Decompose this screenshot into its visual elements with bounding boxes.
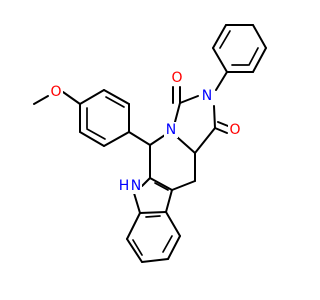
bond-bz-inner-1: [162, 235, 173, 253]
methoxy-oxygen-label: O: [50, 84, 61, 100]
bond-c5a-c11: [149, 177, 173, 191]
bond-methyl-o: [33, 95, 49, 105]
bond-ph1: [212, 47, 228, 73]
bond-o-aryl: [62, 91, 81, 105]
bond-bz5: [126, 212, 141, 240]
bond-c3-n2: [179, 95, 199, 104]
bond-bz4: [126, 238, 143, 263]
bond-n2-phenyl: [215, 71, 228, 91]
ring-nitrogen-label: N: [166, 122, 176, 138]
bond-ch2-c11: [171, 180, 196, 191]
ring-nitrogen: N: [164, 122, 178, 138]
carbonyl-oxygen-top: O: [170, 70, 184, 86]
bond-ar1: [79, 89, 105, 105]
bond-c11-c11a: [165, 189, 173, 213]
bond-n-c3: [174, 102, 181, 123]
bond-c7a-nh: [133, 192, 141, 214]
bond-c11a-c7a: [139, 211, 167, 214]
atom-labels: O N N O O H N: [49, 70, 242, 194]
amide-nitrogen-label: N: [202, 88, 212, 104]
bond-aryl-c5: [128, 131, 151, 146]
carbonyl-oxygen-right-label: O: [229, 122, 240, 138]
bond-nh-c5a: [141, 177, 151, 187]
indole-n-label: N: [131, 178, 141, 194]
bond-bz2: [167, 235, 181, 260]
bond-n2-c1: [213, 105, 216, 129]
bond-ph4: [252, 24, 267, 49]
bond-c5-n: [149, 134, 166, 146]
bond-c1-c10a: [194, 127, 216, 154]
bond-ar-inner-2: [86, 128, 106, 140]
chemical-structure-diagram: O N N O O H N: [33, 24, 267, 263]
bond-bz-inner-3: [145, 215, 161, 218]
bond-ph5: [252, 47, 267, 73]
bond-c1-o-a: [214, 127, 228, 134]
indole-h-label: H: [119, 178, 130, 194]
bond-bz1: [165, 211, 181, 237]
bond-bz3: [141, 258, 169, 263]
bond-ph2: [212, 24, 227, 49]
amide-nitrogen: N: [200, 88, 214, 104]
bond-c5a-c11-inner: [154, 182, 169, 191]
bond-ph-inner-1: [219, 30, 231, 49]
indole-nh: H N: [118, 178, 142, 194]
bond-c1-o-b: [217, 121, 229, 127]
bond-ar5: [79, 131, 105, 147]
bond-n-c10a: [176, 136, 196, 154]
bond-ph-inner-2: [248, 47, 259, 66]
bond-bz-inner-2: [132, 239, 143, 256]
methoxy-oxygen: O: [49, 84, 63, 100]
bond-ar2: [103, 89, 130, 105]
carbonyl-oxygen-top-label: O: [171, 70, 182, 86]
bond-ar4: [103, 131, 130, 147]
bonds: [33, 24, 267, 263]
bond-ar-inner-1: [105, 96, 125, 108]
carbonyl-oxygen-right: O: [228, 122, 242, 138]
